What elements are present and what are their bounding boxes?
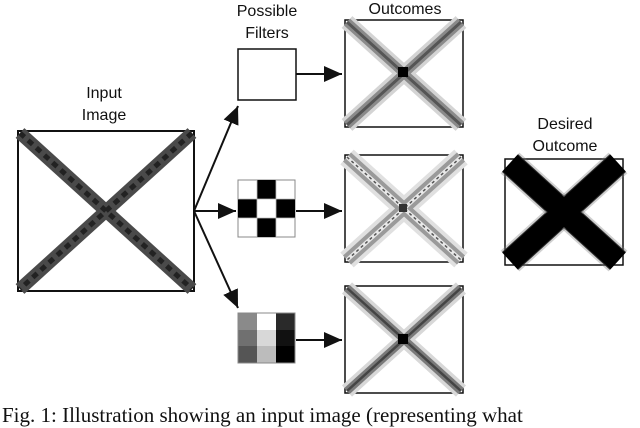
- outcome-1: [341, 16, 467, 131]
- arrow-to-blank-filter: [193, 105, 239, 212]
- input-image-label-line2: Image: [81, 107, 127, 124]
- vertical-stripes-filter: [237, 312, 296, 364]
- possible-filters-label-line2: Filters: [245, 25, 289, 42]
- blank-filter: [237, 48, 297, 101]
- outcome-3: [341, 282, 467, 397]
- possible-filters-label-line1: Possible: [236, 3, 298, 20]
- desired-outcome-label-line1: Desired: [537, 116, 593, 133]
- input-to-filter-arrows: [193, 105, 239, 309]
- checkerboard-filter: [237, 179, 296, 238]
- figure-caption: Fig. 1: Illustration showing an input im…: [2, 403, 523, 427]
- outcome-2: [340, 149, 468, 268]
- input-image-label-line1: Input: [86, 85, 122, 102]
- desired-outcome-label-line2: Outcome: [532, 138, 598, 155]
- filter-to-outcome-arrows: [296, 66, 342, 348]
- input-image: [15, 128, 197, 294]
- desired-outcome: [500, 152, 628, 272]
- outcomes-label: Outcomes: [368, 1, 442, 18]
- arrow-to-stripes-filter: [193, 210, 239, 309]
